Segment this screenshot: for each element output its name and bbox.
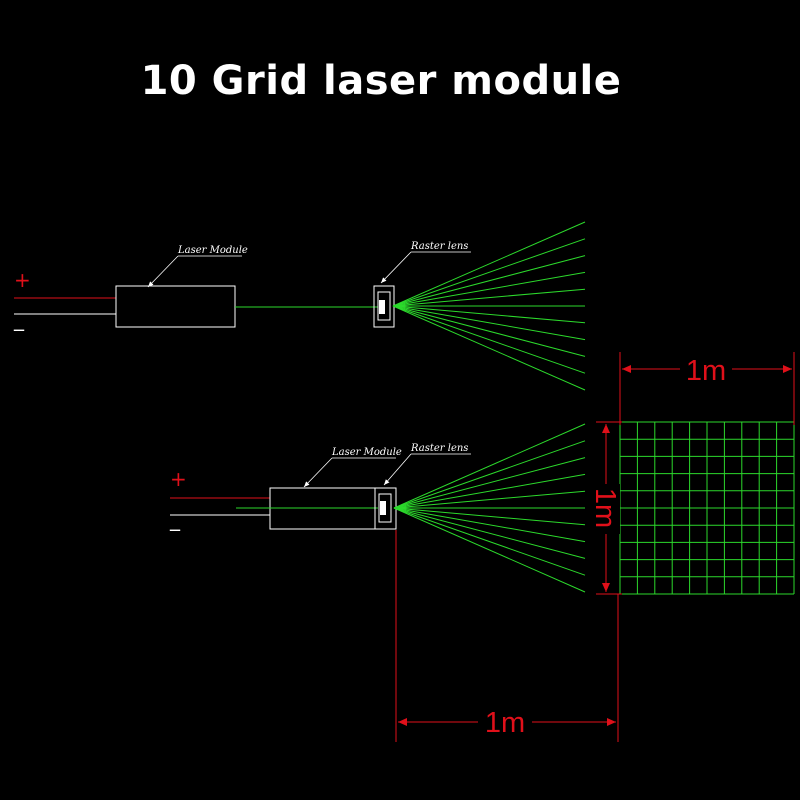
minus-sign: _	[13, 307, 25, 331]
raster-lens-element	[380, 501, 386, 515]
dimension-text-bg	[680, 354, 732, 384]
minus-sign: _	[169, 507, 181, 531]
laser-ray	[393, 507, 586, 559]
laser-ray	[393, 457, 586, 509]
laser-ray	[393, 507, 586, 576]
dimension-height: 1m	[589, 421, 622, 595]
top-assembly: + _ Laser Module Raster lens	[13, 221, 586, 391]
dimension-text-bg	[592, 484, 620, 534]
laser-ray	[392, 255, 586, 307]
leader-arrow	[147, 255, 179, 288]
laser-module-box	[115, 285, 236, 328]
leader-arrow	[303, 457, 333, 488]
plus-sign: +	[14, 268, 31, 292]
laser-fan	[392, 221, 586, 391]
leader-arrow	[383, 453, 412, 486]
laser-ray	[392, 271, 586, 307]
dimension-distance: 1m	[395, 530, 619, 742]
label-raster-lens: Raster lens	[410, 443, 468, 454]
laser-ray	[393, 423, 586, 509]
laser-ray	[392, 221, 586, 307]
label-laser-module: Laser Module	[331, 447, 402, 458]
laser-ray	[392, 305, 586, 324]
label-laser-module: Laser Module	[177, 245, 248, 256]
dimension-distance-label: 1m	[485, 707, 525, 739]
dimension-width: 1m	[619, 352, 795, 425]
leader-arrow	[380, 251, 412, 284]
raster-lens-inner	[378, 493, 392, 523]
laser-ray	[392, 305, 586, 391]
laser-ray	[393, 507, 586, 526]
laser-ray	[392, 288, 586, 307]
raster-lens-element	[379, 300, 385, 314]
dimension-height-label: 1m	[589, 488, 621, 528]
laser-ray	[393, 507, 586, 543]
dimension-text-bg	[478, 706, 532, 736]
laser-ray	[392, 238, 586, 307]
plus-sign: +	[170, 467, 187, 491]
dimension-width-label: 1m	[686, 355, 726, 387]
bottom-assembly: + _ Laser Module Raster lens	[169, 423, 586, 593]
projected-grid	[619, 421, 795, 595]
laser-ray	[393, 490, 586, 509]
laser-ray	[393, 440, 586, 509]
page-title: 10 Grid laser module	[140, 58, 622, 104]
laser-ray	[393, 473, 586, 509]
raster-lens-inner	[377, 291, 391, 321]
laser-ray	[392, 305, 586, 374]
laser-ray	[393, 507, 586, 593]
laser-fan	[393, 423, 586, 593]
label-raster-lens: Raster lens	[410, 241, 468, 252]
laser-ray	[392, 305, 586, 341]
laser-ray	[392, 305, 586, 357]
